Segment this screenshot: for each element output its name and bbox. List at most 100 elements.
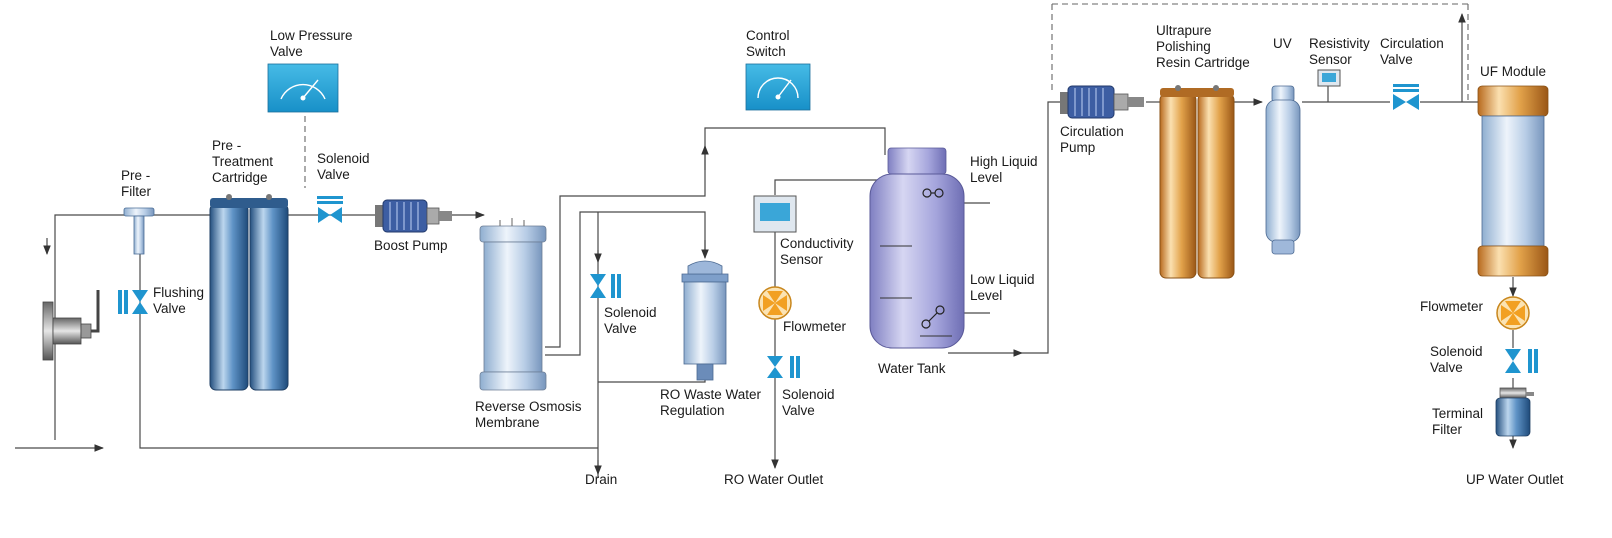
label-line: Drain [585,472,617,487]
label-boost-pump: Boost Pump [374,238,448,253]
solenoid-valve-4-icon [1505,349,1538,373]
label-line: UV [1273,36,1292,51]
control-switch-gauge-icon [745,63,811,111]
label-line: Reverse Osmosis [475,399,582,414]
label-line: Level [970,288,1002,303]
solenoid-valve-1-icon [317,196,343,223]
circulation-valve-icon [1393,84,1419,110]
label-line: Solenoid [1430,344,1483,359]
label-line: Level [970,170,1002,185]
label-line: Solenoid [317,151,370,166]
label-line: Membrane [475,415,540,430]
label-line: Flushing [153,285,204,300]
label-line: Circulation [1060,124,1124,139]
water-tank-icon [869,147,965,349]
label-line: Resistivity [1309,36,1370,51]
label-line: Flowmeter [783,319,847,334]
control-lines [304,3,1469,188]
label-line: Terminal [1432,406,1483,421]
pre-filter-icon [123,207,155,255]
label-pre-filter: Pre -Filter [121,168,152,199]
uf-module-icon [1477,85,1549,277]
label-line: Valve [317,167,350,182]
boost-pump-icon [375,199,452,233]
label-flowmeter-1: Flowmeter [783,319,847,334]
label-line: High Liquid [970,154,1038,169]
flowmeter-2-icon [1496,296,1530,330]
inlet-valve-icon [42,290,100,361]
resistivity-sensor-icon [1317,69,1341,87]
flushing-valve-icon [118,290,148,314]
flowmeter-1-icon [758,286,792,320]
label-line: Sensor [780,252,823,267]
label-line: Valve [153,301,186,316]
label-line: Low Liquid [970,272,1035,287]
label-line: Pump [1060,140,1095,155]
label-ro-water-outlet: RO Water Outlet [724,472,824,487]
solenoid-valve-2-icon [590,274,621,298]
resin-cartridge-icon [1159,85,1235,279]
label-line: UP Water Outlet [1466,472,1564,487]
label-drain: Drain [585,472,617,487]
uv-lamp-icon [1265,85,1301,255]
label-line: Valve [1430,360,1463,375]
label-line: Valve [604,321,637,336]
solenoid-valve-3-icon [767,356,800,378]
label-line: Treatment [212,154,273,169]
pre-treatment-cartridge-icon [209,194,289,391]
label-line: Pre - [121,168,150,183]
label-line: Filter [121,184,152,199]
label-water-tank: Water Tank [878,361,946,376]
ro-waste-regulation-icon [681,260,729,381]
label-line: Solenoid [782,387,835,402]
label-line: Water Tank [878,361,946,376]
label-up-water-outlet: UP Water Outlet [1466,472,1564,487]
label-line: Sensor [1309,52,1352,67]
label-line: RO Waste Water [660,387,762,402]
label-line: Low Pressure [270,28,353,43]
label-line: Valve [1380,52,1413,67]
label-line: Solenoid [604,305,657,320]
label-line: Polishing [1156,39,1211,54]
label-line: Regulation [660,403,725,418]
label-flowmeter-2: Flowmeter [1420,299,1484,314]
label-line: RO Water Outlet [724,472,824,487]
label-line: Boost Pump [374,238,448,253]
label-line: Circulation [1380,36,1444,51]
label-uv: UV [1273,36,1292,51]
conductivity-sensor-icon [753,195,797,233]
label-line: Pre - [212,138,241,153]
label-line: Conductivity [780,236,854,251]
low-pressure-gauge-icon [267,63,339,113]
reverse-osmosis-membrane-icon [479,218,547,391]
label-uf-module: UF Module [1480,64,1546,79]
label-line: Valve [782,403,815,418]
label-line: UF Module [1480,64,1546,79]
label-line: Control [746,28,790,43]
label-line: Cartridge [212,170,268,185]
label-line: Resin Cartridge [1156,55,1250,70]
terminal-filter-icon [1495,387,1534,437]
label-line: Flowmeter [1420,299,1484,314]
label-line: Filter [1432,422,1463,437]
label-line: Ultrapure [1156,23,1212,38]
label-line: Switch [746,44,786,59]
